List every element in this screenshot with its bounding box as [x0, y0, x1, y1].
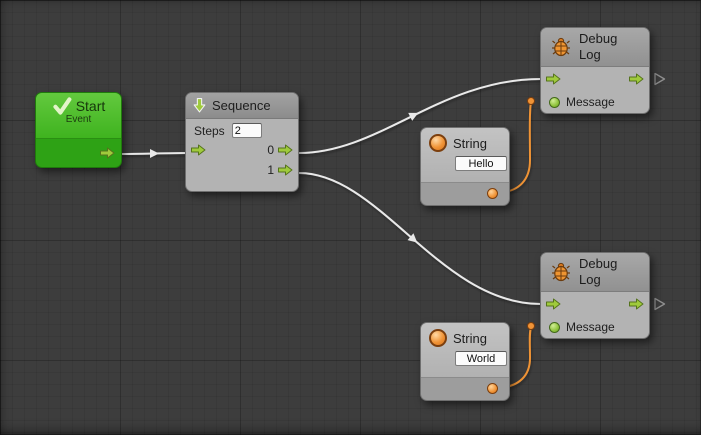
message-label: Message: [566, 320, 615, 334]
flow-input-port-icon[interactable]: [191, 144, 206, 156]
debug-message-row: Message: [541, 91, 649, 113]
debug-flow-port-row: [541, 67, 649, 91]
string-node-footer: [421, 183, 509, 205]
string-node-title: String: [453, 135, 487, 151]
sequence-down-arrow-icon: [193, 98, 206, 113]
debug-node-header: Debug Log: [541, 28, 649, 67]
sequence-node-title: Sequence: [212, 98, 271, 113]
value-output-port-icon[interactable]: [487, 383, 498, 394]
bug-icon: [551, 37, 571, 57]
message-input-port-icon[interactable]: [549, 96, 560, 108]
debug-node-header: Debug Log: [541, 253, 649, 292]
string-node-title: String: [453, 330, 487, 346]
flow-input-port-icon[interactable]: [546, 73, 561, 85]
string-value-input[interactable]: [455, 156, 507, 171]
debug-node-title: Debug: [579, 255, 618, 271]
value-output-port-icon[interactable]: [487, 188, 498, 199]
debug-flow-port-row: [541, 292, 649, 316]
flow-output-port-icon[interactable]: [278, 164, 293, 176]
sequence-steps-row: Steps: [186, 119, 298, 140]
debug-node-subtitle: Log: [579, 272, 601, 287]
node-string-world[interactable]: String: [420, 322, 510, 401]
start-node-body: [36, 139, 121, 166]
sequence-output-1-label: 1: [267, 163, 274, 177]
flow-output-port-icon[interactable]: [629, 298, 644, 310]
message-input-port-icon[interactable]: [549, 321, 560, 333]
wire-arrowhead-icons: [150, 112, 419, 243]
string-node-footer: [421, 378, 509, 400]
steps-input[interactable]: [231, 123, 262, 138]
debug-node-subtitle: Log: [579, 47, 601, 62]
start-node-header: Start Event: [36, 93, 121, 139]
sequence-output-0-label: 0: [267, 143, 274, 157]
bug-icon: [551, 262, 571, 282]
flow-input-port-icon[interactable]: [546, 298, 561, 310]
next-node-triangle-icons[interactable]: [654, 72, 666, 311]
message-label: Message: [566, 95, 615, 109]
node-start-event[interactable]: Start Event: [35, 92, 122, 168]
wire-string-hello-to-message[interactable]: [493, 101, 532, 194]
node-sequence[interactable]: Sequence Steps 0 1: [185, 92, 299, 192]
flow-output-port-icon[interactable]: [100, 147, 115, 159]
string-value-input[interactable]: [455, 351, 507, 366]
check-icon: [52, 97, 72, 115]
sequence-node-header: Sequence: [186, 93, 298, 119]
start-node-title: Start: [75, 98, 106, 114]
node-debug-log-top[interactable]: Debug Log Message: [540, 27, 650, 114]
flow-output-port-icon[interactable]: [278, 144, 293, 156]
flow-output-port-icon[interactable]: [629, 73, 644, 85]
string-value-icon: [429, 329, 447, 347]
debug-message-row: Message: [541, 316, 649, 338]
steps-label: Steps: [194, 123, 225, 138]
node-string-hello[interactable]: String: [420, 127, 510, 206]
sequence-port-row-1: 1: [186, 160, 298, 180]
wire-string-world-to-message[interactable]: [493, 326, 532, 389]
string-value-icon: [429, 134, 447, 152]
node-debug-log-bottom[interactable]: Debug Log Message: [540, 252, 650, 339]
debug-node-title: Debug: [579, 30, 618, 46]
start-node-subtitle: Event: [65, 114, 92, 125]
sequence-port-row-0: 0: [186, 140, 298, 160]
string-node-header: String: [421, 128, 509, 183]
string-node-header: String: [421, 323, 509, 378]
